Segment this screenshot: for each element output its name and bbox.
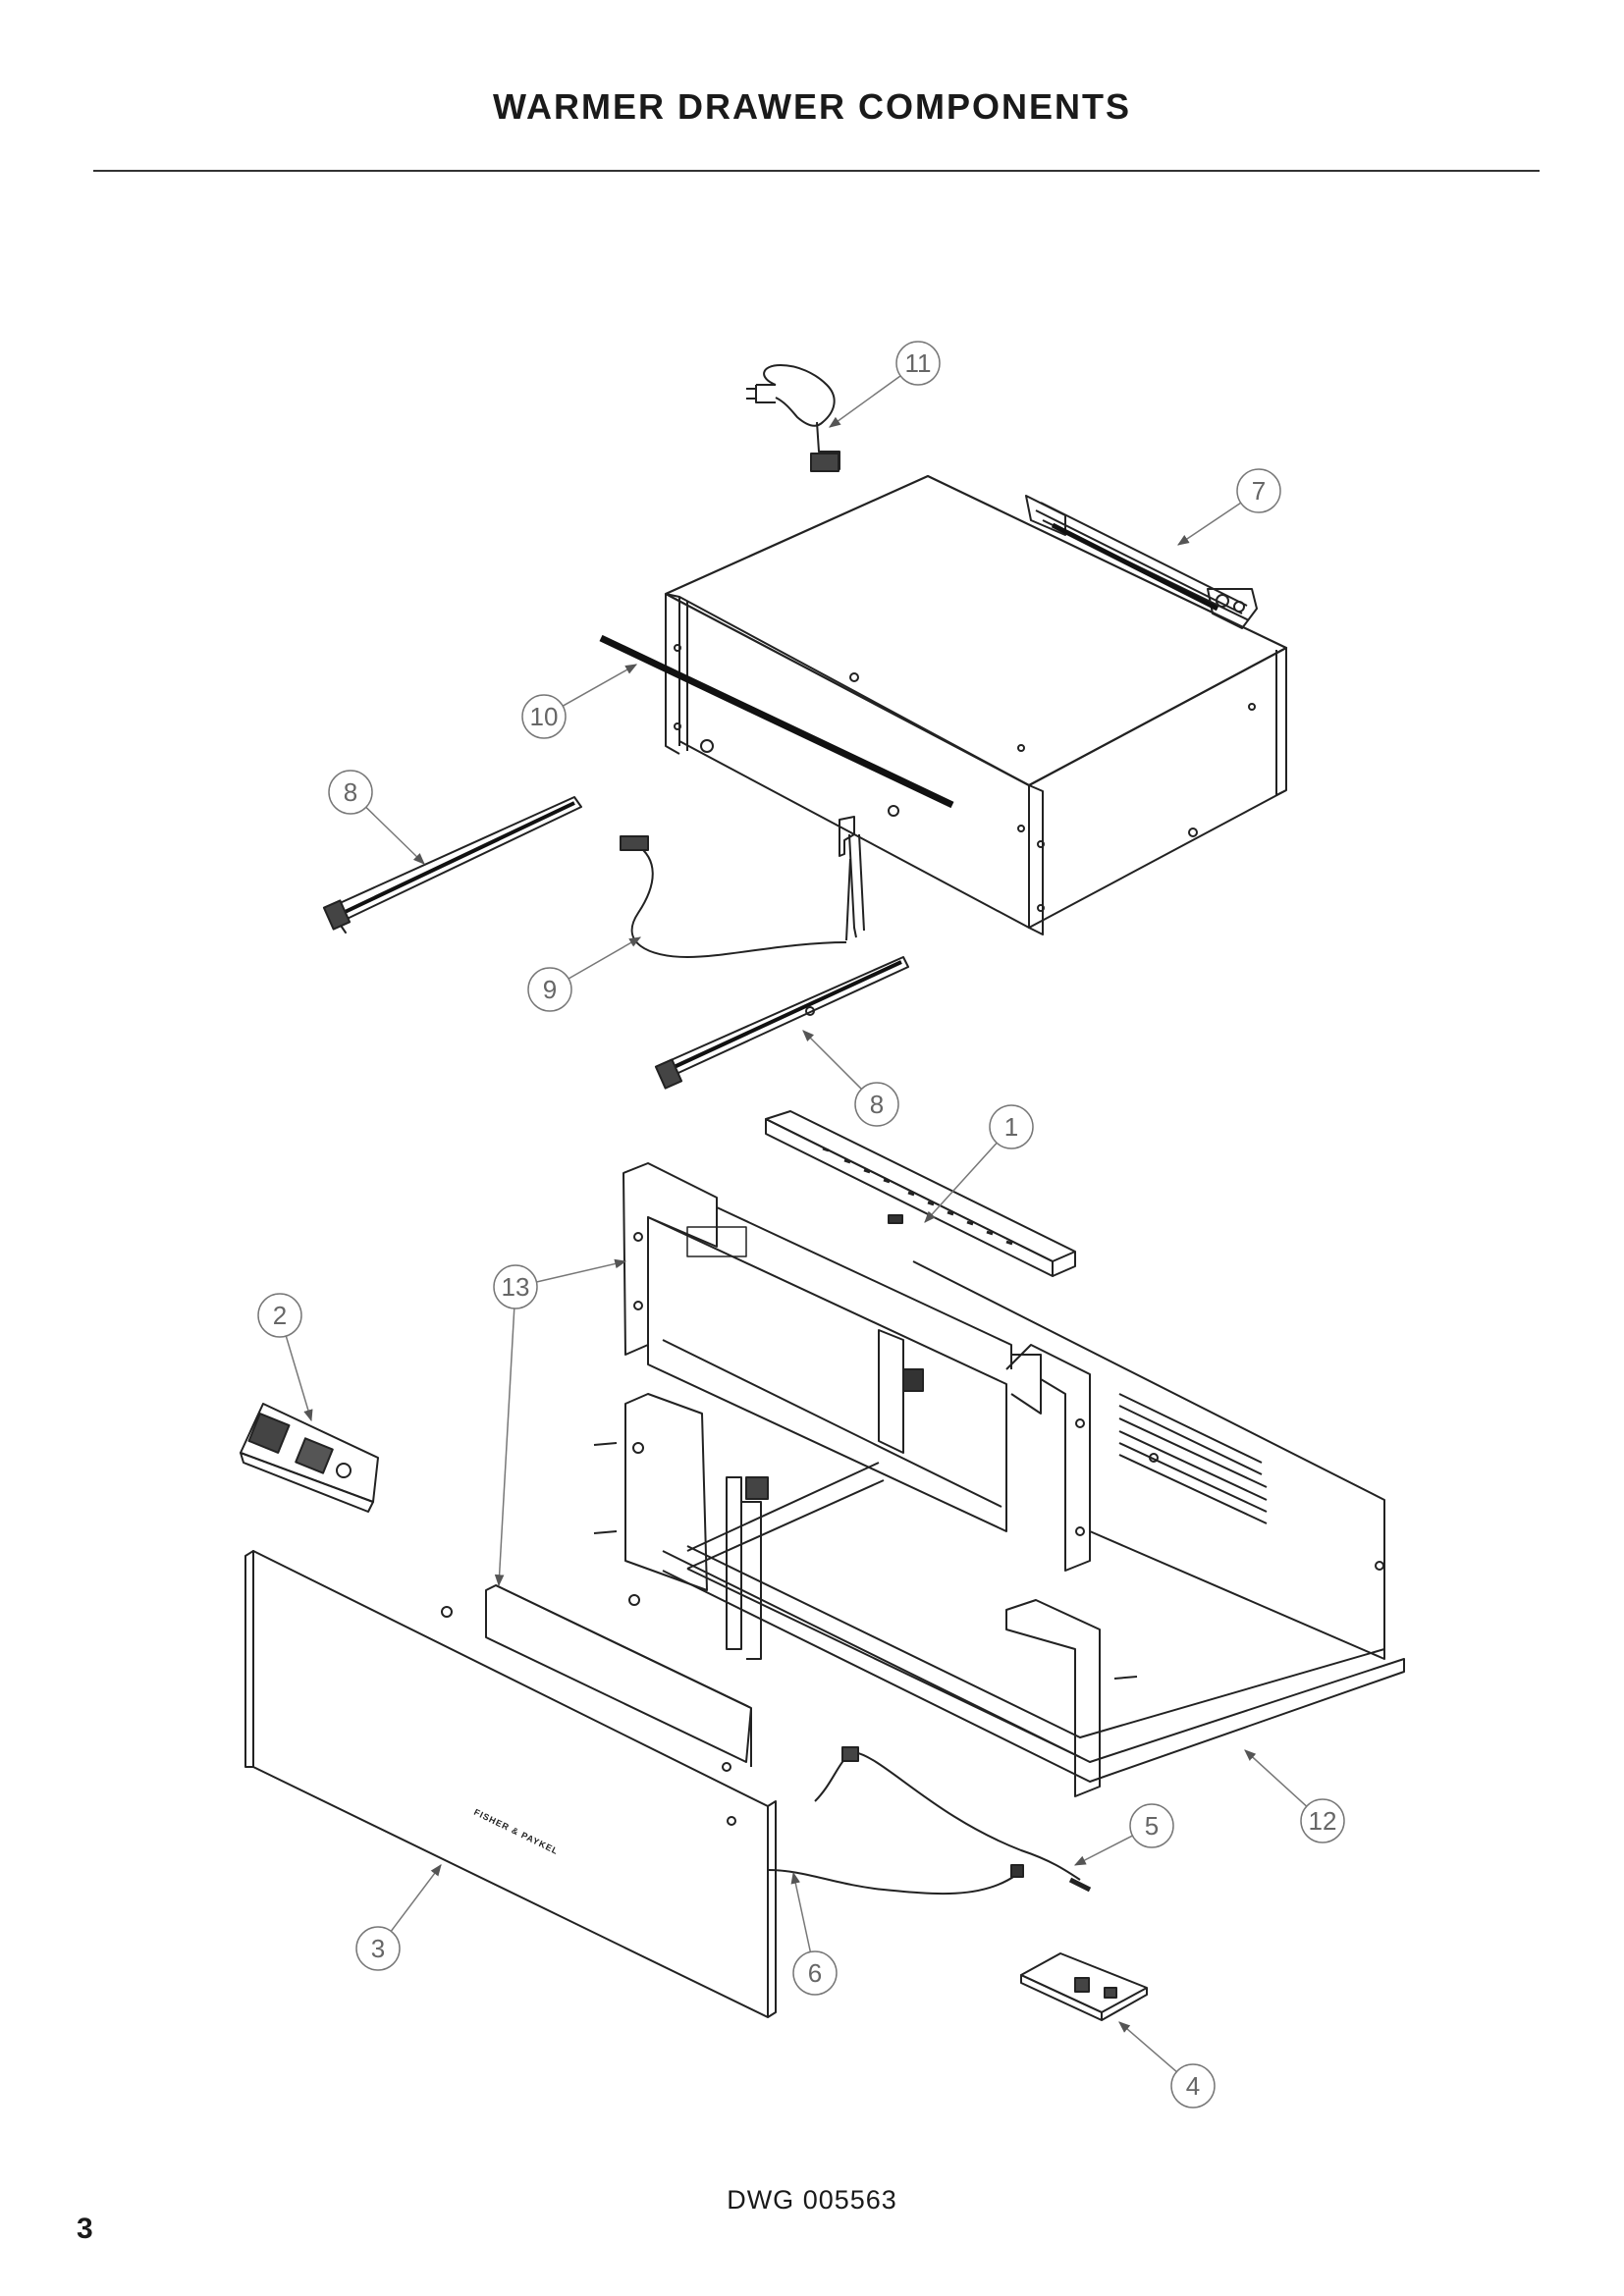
front-frame-chassis bbox=[623, 1162, 1091, 1572]
callout-number: 9 bbox=[543, 975, 557, 1004]
door-logo: FISHER & PAYKEL bbox=[472, 1807, 560, 1856]
inner-trim-bar bbox=[441, 1584, 752, 1772]
callout-circle bbox=[792, 1950, 838, 1996]
callout-circle bbox=[1300, 1798, 1345, 1843]
callout-circle bbox=[328, 770, 373, 815]
main-wire-loom bbox=[814, 1746, 1092, 1893]
callout-circle bbox=[895, 341, 941, 386]
warmer-housing bbox=[664, 474, 1288, 938]
wiring-harness bbox=[620, 835, 851, 958]
title-divider bbox=[93, 170, 1540, 172]
callout-c1: 1 bbox=[924, 1104, 1034, 1223]
callout-leader-line bbox=[790, 1871, 812, 1952]
callout-c8b: 8 bbox=[802, 1030, 899, 1127]
callout-number: 8 bbox=[344, 777, 357, 807]
callout-leader-line bbox=[562, 664, 638, 707]
callout-c6: 6 bbox=[790, 1871, 838, 1996]
callout-number: 8 bbox=[870, 1090, 884, 1119]
callout-number: 6 bbox=[808, 1958, 822, 1988]
callout-number: 11 bbox=[905, 348, 932, 378]
callout-circle bbox=[1129, 1803, 1174, 1848]
callout-number: 10 bbox=[530, 702, 559, 731]
callout-number: 13 bbox=[502, 1272, 530, 1302]
callout-circle bbox=[355, 1926, 401, 1971]
callout-leader-line bbox=[568, 936, 642, 980]
callout-c9: 9 bbox=[527, 936, 642, 1012]
page-title: WARMER DRAWER COMPONENTS bbox=[493, 86, 1131, 127]
callout-circle bbox=[854, 1082, 899, 1127]
power-cord bbox=[746, 364, 840, 472]
callout-leader-line bbox=[924, 1142, 998, 1223]
callout-number: 1 bbox=[1004, 1112, 1018, 1142]
drawer-base-assembly bbox=[593, 1260, 1405, 1797]
callout-number: 12 bbox=[1309, 1806, 1337, 1836]
callout-c10: 10 bbox=[521, 664, 638, 739]
callout-circle bbox=[1170, 2063, 1216, 2109]
drawing-number: DWG 005563 bbox=[727, 2185, 897, 2215]
callout-c8a: 8 bbox=[328, 770, 425, 865]
callout-leader-line bbox=[1177, 502, 1242, 546]
callout-c12: 12 bbox=[1244, 1749, 1345, 1843]
rear-element-bracket bbox=[1025, 495, 1258, 629]
callout-number: 7 bbox=[1252, 476, 1266, 506]
callout-leader-line bbox=[1244, 1749, 1308, 1807]
callout-c5: 5 bbox=[1073, 1803, 1174, 1866]
drawer-door-panel bbox=[244, 1550, 777, 2018]
callout-leader-line bbox=[829, 375, 901, 428]
callout-c13: 13 bbox=[493, 1258, 627, 1587]
page-number: 3 bbox=[77, 2213, 93, 2245]
door-seal-strip bbox=[599, 634, 954, 809]
drawer-runner-right bbox=[654, 956, 909, 1090]
sensor-board bbox=[1020, 1952, 1148, 2021]
callout-number: 3 bbox=[371, 1934, 385, 1963]
callout-leader-line bbox=[494, 1308, 515, 1587]
callout-leader-line bbox=[802, 1030, 862, 1090]
drawer-runner-left bbox=[322, 796, 582, 934]
callout-leader-line bbox=[285, 1335, 313, 1422]
callout-c2: 2 bbox=[257, 1293, 313, 1422]
control-panel-strip bbox=[765, 1110, 1076, 1277]
callout-circle bbox=[257, 1293, 302, 1338]
callout-leader-line bbox=[1118, 2021, 1177, 2073]
callout-leader-line bbox=[536, 1258, 627, 1283]
callout-circle bbox=[989, 1104, 1034, 1149]
callout-leader-line bbox=[390, 1864, 442, 1932]
callout-c7: 7 bbox=[1177, 468, 1281, 546]
callout-number: 2 bbox=[273, 1301, 287, 1330]
callout-c11: 11 bbox=[829, 341, 941, 428]
callout-number: 5 bbox=[1145, 1811, 1159, 1841]
callout-circle bbox=[493, 1264, 538, 1309]
door-cable bbox=[767, 1864, 1024, 1896]
callout-leader-line bbox=[1073, 1835, 1133, 1866]
callout-leader-line bbox=[365, 806, 425, 865]
callout-number: 4 bbox=[1186, 2071, 1200, 2101]
callout-circle bbox=[527, 967, 572, 1012]
callout-c3: 3 bbox=[355, 1864, 442, 1971]
callout-circle bbox=[521, 694, 567, 739]
callout-c4: 4 bbox=[1118, 2021, 1216, 2109]
callout-circle bbox=[1236, 468, 1281, 513]
control-pcb bbox=[240, 1403, 379, 1513]
